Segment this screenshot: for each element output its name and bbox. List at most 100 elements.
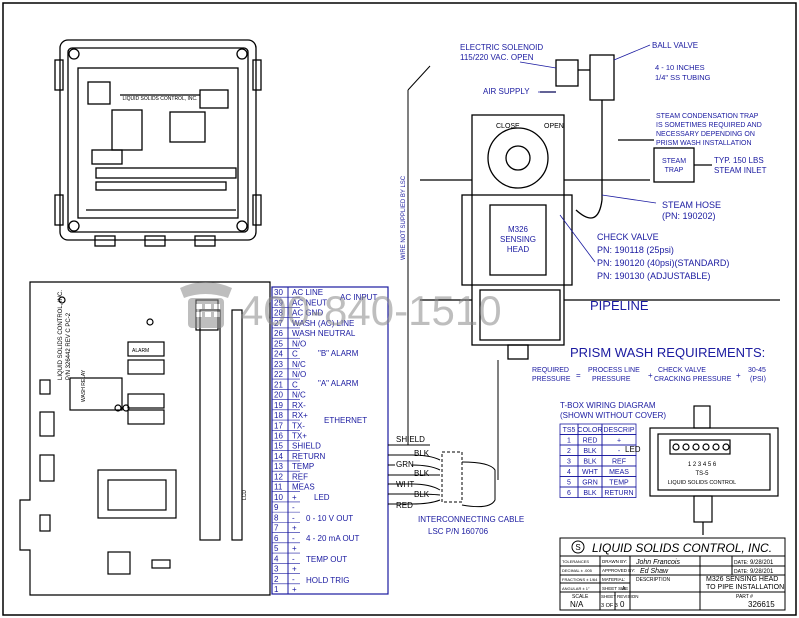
pcb-company: LIQUID SOLIDS CONTROL, INC. <box>58 290 64 380</box>
tolerances-label: TOLERANCES <box>562 559 589 564</box>
pcb-alarm-label: ALARM <box>132 348 149 354</box>
terminal-label: - <box>292 575 295 584</box>
terminal-number: 25 <box>274 339 283 348</box>
terminal-label: + <box>292 544 297 553</box>
check-valve-pn-2: PN: 190120 (40psi)(STANDARD) <box>597 258 729 268</box>
tubing-length: 4 - 10 INCHES <box>655 63 705 72</box>
wire-note: WIRE NOT SUPPLIED BY LSC <box>401 175 407 260</box>
angular-tol: ANGULAR ± 1° <box>562 586 590 591</box>
enclosure-board-name: LIQUID SOLIDS CONTROL, INC. <box>122 96 197 102</box>
sheet-size-label: SHEET SIZE <box>602 586 628 591</box>
steam-trap-label-2: TRAP <box>665 167 684 174</box>
company-name: LIQUID SOLIDS CONTROL, INC. <box>592 541 772 555</box>
terminal-label: C <box>292 380 298 389</box>
part-label: PART # <box>736 594 753 600</box>
terminal-number: 11 <box>274 483 283 492</box>
date-label-2: DATE: <box>734 569 748 575</box>
tbox-value: REF <box>612 459 626 466</box>
terminal-label: WASH (AC) LINE <box>292 319 354 328</box>
wire-blk-2: BLK <box>414 469 430 478</box>
watermark-phone: 400-840-1510 <box>240 287 502 334</box>
tubing-size: 1/4" SS TUBING <box>655 73 711 82</box>
wire-blk-3: BLK <box>414 490 430 499</box>
terminal-number: 27 <box>274 319 283 328</box>
tbox-led-label: LED <box>625 445 641 454</box>
terminal-number: 30 <box>274 288 283 297</box>
tbox-value: RETURN <box>604 490 633 497</box>
terminal-label: TX+ <box>292 432 307 441</box>
tbox-value: 2 <box>567 448 571 455</box>
terminal-number: 23 <box>274 360 283 369</box>
prism-eq: = <box>576 371 581 380</box>
trap-note-1: STEAM CONDENSATION TRAP <box>656 113 759 120</box>
terminal-label: - <box>292 513 295 522</box>
terminal-label: - <box>292 554 295 563</box>
pcb-wash-relay-label: WASH RELAY <box>81 369 87 402</box>
steam-inlet-1: TYP. 150 LBS <box>714 156 764 165</box>
terminal-number: 24 <box>274 350 283 359</box>
tbox-value: 5 <box>567 480 571 487</box>
terminal-number: 19 <box>274 401 283 410</box>
prism-term3-a: 30-45 <box>748 367 766 374</box>
sheet-size-value: A <box>622 586 626 592</box>
revision-value: 0 <box>620 600 625 609</box>
label-open: OPEN <box>544 123 564 130</box>
terminal-number: 6 <box>274 534 279 543</box>
terminal-label: N/C <box>292 360 306 369</box>
tbox-value: 4 <box>567 469 571 476</box>
wire-grn: GRN <box>396 460 414 469</box>
terminal-number: 13 <box>274 462 283 471</box>
trap-note-2: IS SOMETIMES REQUIRED AND <box>656 122 762 129</box>
terminal-number: 7 <box>274 524 279 533</box>
tbox-title-2: (SHOWN WITHOUT COVER) <box>560 411 666 420</box>
terminal-label: N/O <box>292 339 306 348</box>
terminal-label: + <box>292 585 297 594</box>
head-label-3: HEAD <box>507 245 529 254</box>
material-label: MATERIAL: <box>602 577 625 582</box>
pcb-lcd-label: LCD <box>242 490 248 500</box>
terminal-number: 9 <box>274 503 279 512</box>
wire-blk-1: BLK <box>414 449 430 458</box>
sheet-label: SHEET <box>601 594 616 599</box>
approved-by-value: Ed Shaw <box>640 568 669 575</box>
terminal-label: AC NEUT <box>292 298 327 307</box>
part-number: 326615 <box>748 600 775 609</box>
description-line-2: TO PIPE INSTALLATION <box>706 584 784 591</box>
tbox-value: RED <box>583 438 598 445</box>
pcb-part-number: P/N 326442 REV C PC-2 <box>66 312 72 380</box>
prism-term1-a: PROCESS LINE <box>588 367 640 374</box>
terminal-number: 20 <box>274 391 283 400</box>
terminal-number: 8 <box>274 513 279 522</box>
tbox-board-label: LIQUID SOLIDS CONTROL <box>668 480 736 486</box>
terminal-number: 22 <box>274 370 283 379</box>
tbox-ts-label: TS-5 <box>695 471 709 477</box>
terminal-number: 4 <box>274 554 279 563</box>
terminal-number: 14 <box>274 452 283 461</box>
terminal-number: 5 <box>274 544 279 553</box>
group-ethernet: ETHERNET <box>324 416 367 425</box>
group-ma-out: 4 - 20 mA OUT <box>306 534 359 543</box>
company-logo-icon: S <box>575 543 580 552</box>
tbox-value: - <box>618 448 621 455</box>
terminal-label: REF <box>292 472 308 481</box>
scale-value: N/A <box>570 600 584 609</box>
terminal-number: 12 <box>274 472 283 481</box>
steam-hose-label: STEAM HOSE <box>662 200 721 210</box>
terminal-number: 28 <box>274 309 283 318</box>
terminal-label: - <box>292 534 295 543</box>
wire-shield: SHIELD <box>396 435 425 444</box>
prism-title: PRISM WASH REQUIREMENTS: <box>570 345 765 360</box>
check-valve-pn-3: PN: 190130 (ADJUSTABLE) <box>597 271 710 281</box>
terminal-label: N/C <box>292 391 306 400</box>
steam-hose-pn: (PN: 190202) <box>662 211 716 221</box>
wire-red: RED <box>396 501 413 510</box>
terminal-number: 26 <box>274 329 283 338</box>
terminal-label: TX- <box>292 421 305 430</box>
terminal-number: 29 <box>274 298 283 307</box>
scale-label: SCALE <box>572 594 589 600</box>
prism-term2-a: CHECK VALVE <box>658 367 706 374</box>
tbox-cell <box>601 486 637 498</box>
